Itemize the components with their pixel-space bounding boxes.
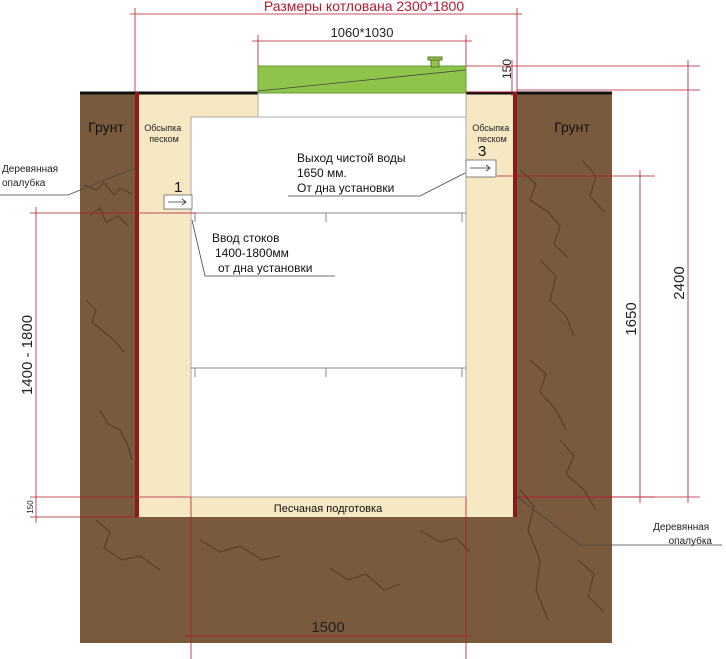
inlet-arrow-icon xyxy=(168,198,187,206)
sand-backfill xyxy=(138,92,515,517)
soil-label-left: Грунт xyxy=(88,119,124,135)
dim-1400-1800: 1400 - 1800 xyxy=(19,315,36,395)
outlet-annotation: Выход чистой воды 1650 мм. От дна устано… xyxy=(297,151,409,195)
formwork-label-right: Деревянная опалубка xyxy=(653,522,712,547)
dim-2400: 2400 xyxy=(671,266,688,299)
unit-lid xyxy=(257,65,467,94)
outlet-pipe[interactable] xyxy=(465,159,497,178)
soil-label-right: Грунт xyxy=(554,119,590,135)
leader-lines xyxy=(0,69,722,546)
unit-body xyxy=(190,116,467,498)
vent-pipe-base xyxy=(430,59,440,68)
outlet-number: 3 xyxy=(478,143,486,160)
dim-150-top: 150 xyxy=(500,59,514,79)
outlet-arrow-icon xyxy=(470,164,491,172)
soil-cracks xyxy=(83,159,605,621)
vent-pipe-cap xyxy=(427,56,443,61)
backfill-label-right: Обсыпка песком xyxy=(472,123,512,144)
dim-150-bottom: 150 xyxy=(26,500,35,514)
unit-top-dimension: 1060*1030 xyxy=(331,25,394,40)
soil-area xyxy=(80,92,612,643)
pit-dimensions-label: Размеры котлована 2300*1800 xyxy=(264,0,464,14)
dimension-lines xyxy=(30,8,700,659)
formwork-right xyxy=(513,92,517,517)
backfill-label-left: Обсыпка песком xyxy=(144,123,184,144)
internal-shelves xyxy=(191,212,466,377)
formwork-label-left: Деревянная опалубка xyxy=(2,164,61,189)
unit-neck xyxy=(257,91,467,119)
inlet-number: 1 xyxy=(174,179,182,196)
formwork-left xyxy=(135,92,139,517)
sand-base-label: Песчаная подготовка xyxy=(274,503,383,515)
dim-1650: 1650 xyxy=(623,302,640,335)
inlet-annotation: Ввод стоков 1400-1800мм от дна установки xyxy=(212,231,312,275)
bottom-dimension: 1500 xyxy=(311,619,344,636)
